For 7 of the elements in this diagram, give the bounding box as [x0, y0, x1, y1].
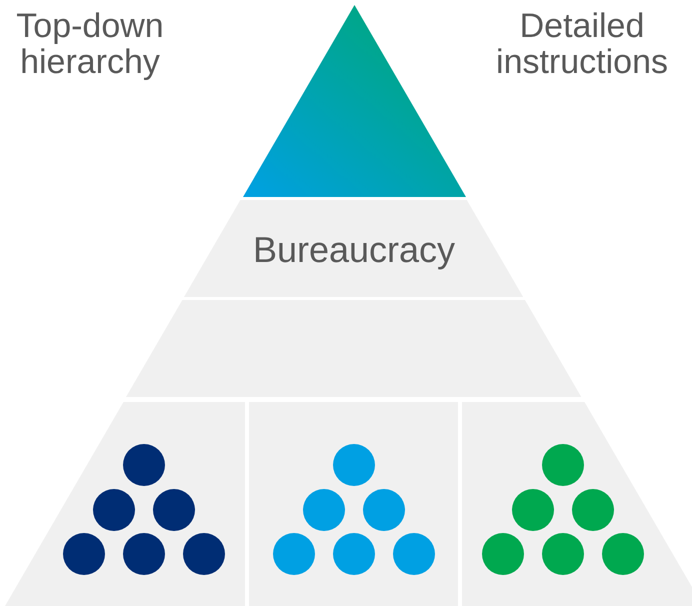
tier-label: Bureaucracy [252, 230, 456, 270]
pyramid-section [249, 402, 458, 606]
side-note: Top-down hierarchy [15, 8, 165, 80]
pyramid-section [462, 402, 692, 606]
pyramid-section [4, 402, 245, 606]
side-note: Detailed instructions [495, 8, 669, 80]
pyramid-apex [242, 5, 466, 197]
